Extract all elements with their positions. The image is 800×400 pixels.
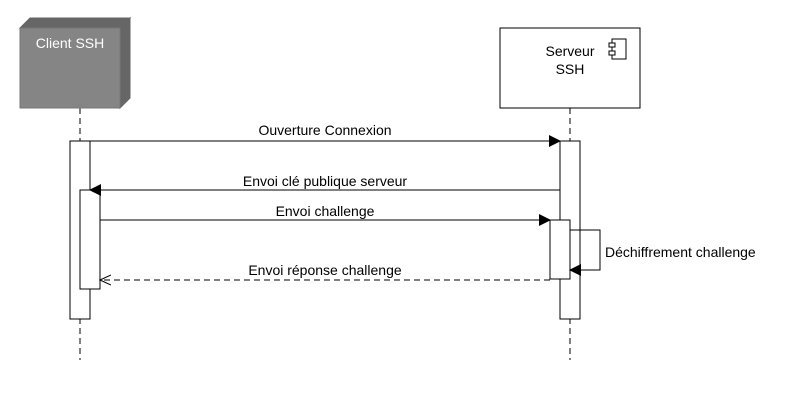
client-box-top: [18, 17, 132, 29]
message-send-public-key: Envoi clé publique serveur: [89, 173, 560, 196]
message-send-challenge: Envoi challenge: [100, 203, 551, 226]
client-participant: Client SSH: [18, 16, 132, 110]
server-label-line1: Serveur: [545, 43, 594, 59]
message-open-connection: Ouverture Connexion: [90, 122, 561, 147]
message-label: Déchiffrement challenge: [605, 244, 756, 260]
message-send-response: Envoi réponse challenge: [100, 262, 550, 280]
client-box-front: [19, 27, 121, 109]
message-label: Envoi clé publique serveur: [243, 173, 408, 189]
server-participant: Serveur SSH: [499, 27, 641, 109]
message-label: Ouverture Connexion: [258, 122, 391, 138]
client-box-side: [119, 16, 131, 110]
client-label: Client SSH: [36, 35, 104, 51]
message-label: Envoi challenge: [276, 203, 375, 219]
message-label: Envoi réponse challenge: [248, 262, 402, 278]
client-activation-inner: [79, 189, 101, 290]
server-activation-inner: [549, 219, 571, 280]
server-label-line2: SSH: [556, 61, 585, 77]
message-decrypt-challenge: Déchiffrement challenge: [569, 229, 756, 276]
component-icon: [608, 38, 627, 60]
self-message-arrow: [569, 229, 601, 276]
